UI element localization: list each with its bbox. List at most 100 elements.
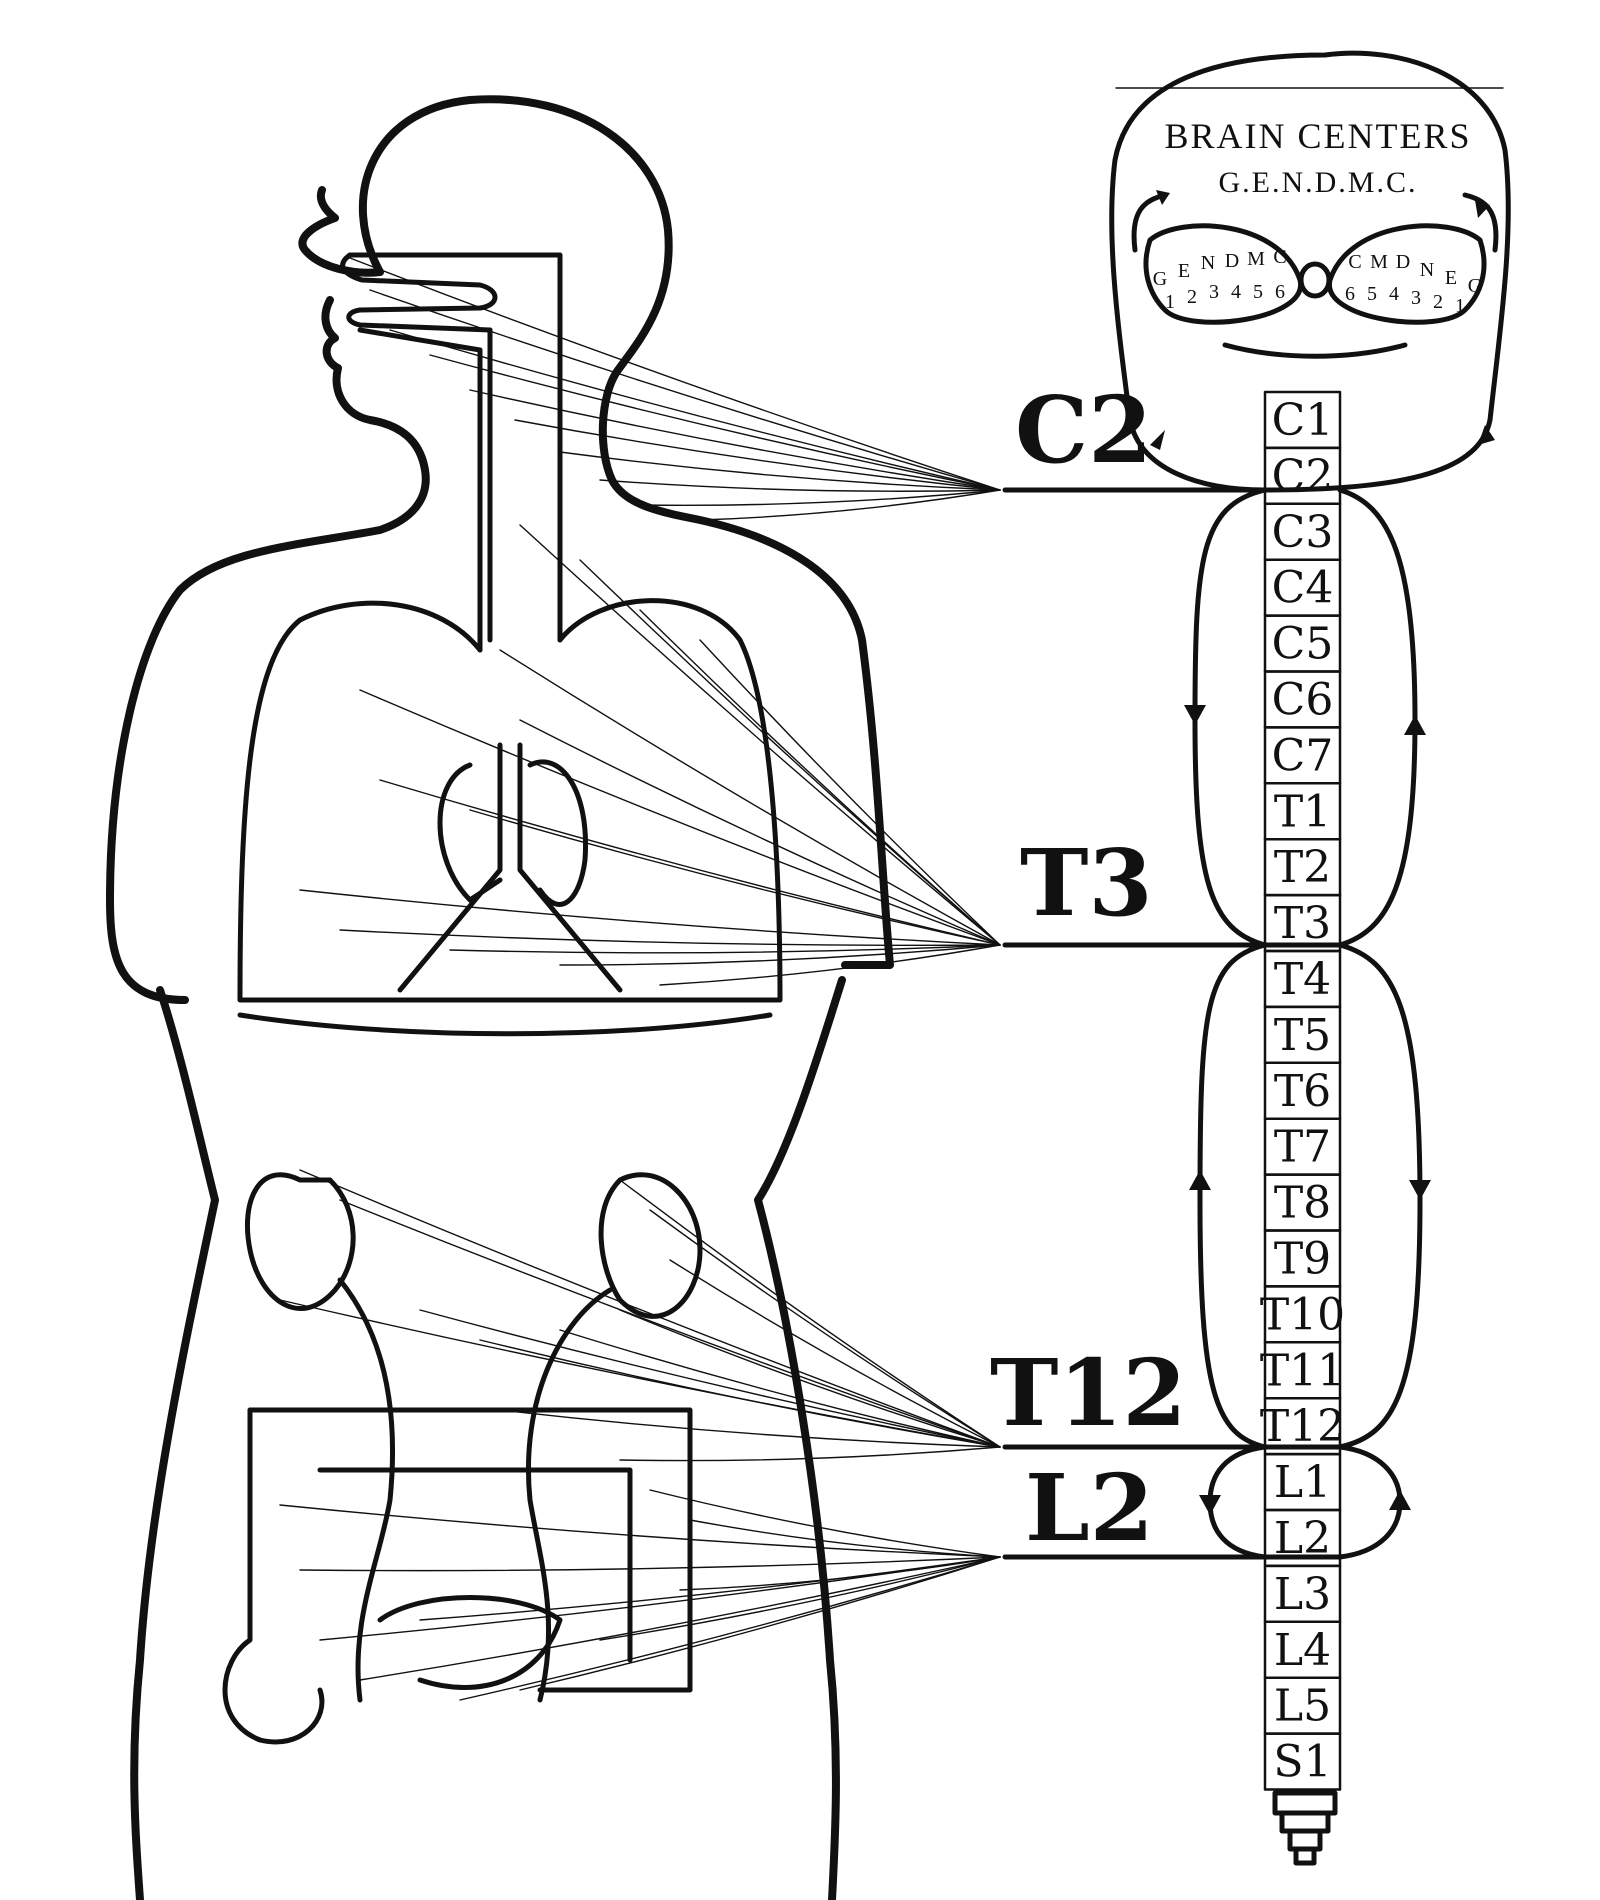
vertebra-label: T3 xyxy=(1274,898,1331,949)
nerve-line xyxy=(459,1556,1001,1701)
brain-right-letter: G xyxy=(1468,275,1482,297)
nerve-line xyxy=(559,1329,1001,1448)
kidneys xyxy=(244,1172,703,1703)
nerve-line xyxy=(299,1556,1001,1572)
vertebra-label: C7 xyxy=(1272,730,1334,781)
vertebra-label: T8 xyxy=(1274,1178,1331,1229)
vertebra-label: T7 xyxy=(1274,1122,1331,1173)
nerve-line xyxy=(349,257,1001,491)
vertebra-label: L3 xyxy=(1274,1569,1331,1620)
nerve-line xyxy=(469,389,1001,491)
nerve-line xyxy=(619,1309,1001,1448)
brain-left-letter: M xyxy=(1247,248,1265,270)
vertebra-label: T2 xyxy=(1274,842,1331,893)
brain-right-number: 4 xyxy=(1389,283,1399,305)
vertebra-label: T1 xyxy=(1274,786,1331,837)
brain-right-number: 5 xyxy=(1367,283,1377,305)
brain-left-number: 2 xyxy=(1187,286,1197,308)
brain-left-number: 4 xyxy=(1231,281,1241,303)
vertebra-label: C5 xyxy=(1272,619,1334,670)
vertebra-label: T10 xyxy=(1260,1289,1345,1340)
vertebral-column: C1C2C3C4C5C6C7T1T2T3T4T5T6T7T8T9T10T11T1… xyxy=(1260,390,1345,1791)
nerve-line xyxy=(359,689,1001,946)
vertebra-label: T9 xyxy=(1274,1233,1331,1284)
body-outline xyxy=(106,95,894,1900)
nerve-line xyxy=(469,809,1001,946)
nerve-line xyxy=(339,1199,1001,1448)
nerve-line xyxy=(599,479,1001,492)
nerve-line xyxy=(639,489,1001,507)
nerve-line xyxy=(669,1259,1001,1448)
nerve-line xyxy=(619,1179,1001,1448)
nerve-line xyxy=(499,649,1001,946)
nerve-line xyxy=(619,1446,1001,1462)
vertebra-label: C4 xyxy=(1272,563,1334,614)
brain-right-number: 2 xyxy=(1433,291,1443,313)
vertebra-label: C6 xyxy=(1272,674,1334,725)
brain-right-letter: E xyxy=(1445,267,1457,289)
vertebra-label: S1 xyxy=(1273,1737,1331,1788)
brain-right-number: 6 xyxy=(1345,283,1355,305)
brain-left-letter: G xyxy=(1153,268,1167,290)
brain-right-number: 3 xyxy=(1411,287,1421,309)
brain-right-letter: C xyxy=(1348,251,1361,273)
vertebra-label: T11 xyxy=(1260,1345,1345,1396)
brain-left-letter: C xyxy=(1273,246,1286,268)
brain-left-number: 5 xyxy=(1253,281,1263,303)
nerve-line xyxy=(519,1556,1001,1691)
brain-left-letter: E xyxy=(1178,260,1190,282)
airway xyxy=(340,252,563,653)
brain-left-number: 6 xyxy=(1275,281,1285,303)
nerve-line xyxy=(519,719,1001,946)
nerve-line xyxy=(299,1169,1001,1448)
brain-right-letter: D xyxy=(1396,251,1410,273)
nerve-line xyxy=(599,1556,1001,1641)
nerve-line xyxy=(379,779,1001,946)
nerve-line xyxy=(679,1556,1001,1591)
nerve-line xyxy=(699,639,1001,946)
vertebra-label: T5 xyxy=(1274,1010,1331,1061)
nerve-line xyxy=(519,524,1001,946)
brain-right-letter: N xyxy=(1420,259,1434,281)
nerve-line xyxy=(499,1409,1001,1448)
brain-right-number: 1 xyxy=(1455,295,1465,317)
nerve-line xyxy=(559,944,1001,966)
brain-left-letter: N xyxy=(1201,252,1215,274)
nerve-line xyxy=(389,329,1001,491)
nerve-line xyxy=(649,1489,1001,1558)
nerve-line xyxy=(419,1556,1001,1621)
level-label-l2: L2 xyxy=(1025,1454,1154,1562)
vertebra-label: L2 xyxy=(1274,1513,1331,1564)
nerve-line xyxy=(449,944,1001,954)
vertebra-label: C2 xyxy=(1272,451,1334,502)
brain-subtitle: G.E.N.D.M.C. xyxy=(1218,166,1417,199)
vertebra-box xyxy=(1263,1732,1342,1791)
spine-base xyxy=(1272,1790,1338,1866)
nerve-line xyxy=(579,559,1001,946)
nerve-line xyxy=(659,944,1001,986)
lungs xyxy=(237,598,783,1037)
nerve-lines xyxy=(279,257,1001,1701)
vertebra-label: T6 xyxy=(1274,1066,1331,1117)
brain-left-letter: D xyxy=(1225,250,1239,272)
brain-title: BRAIN CENTERS xyxy=(1164,116,1471,156)
nerve-line xyxy=(299,889,1001,946)
level-label-c2: C2 xyxy=(1015,376,1152,484)
colon xyxy=(222,1407,693,1745)
nerve-line xyxy=(559,451,1001,491)
level-label-t3: T3 xyxy=(1020,829,1152,937)
vertebra-label: T4 xyxy=(1274,954,1331,1005)
brain-left-number: 3 xyxy=(1209,281,1219,303)
vertebra-label: C3 xyxy=(1272,507,1334,558)
nerve-line xyxy=(639,609,1001,946)
nerve-line xyxy=(369,289,1001,491)
vertebra-label: L5 xyxy=(1274,1681,1331,1732)
brain-left-number: 1 xyxy=(1165,291,1175,313)
level-label-t12: T12 xyxy=(990,1339,1187,1447)
nerve-line xyxy=(339,929,1001,947)
nerve-line xyxy=(429,354,1001,491)
vertebra-label: L4 xyxy=(1274,1625,1331,1676)
vertebra-label: T12 xyxy=(1260,1401,1345,1452)
vertebra-label: C1 xyxy=(1272,395,1334,446)
